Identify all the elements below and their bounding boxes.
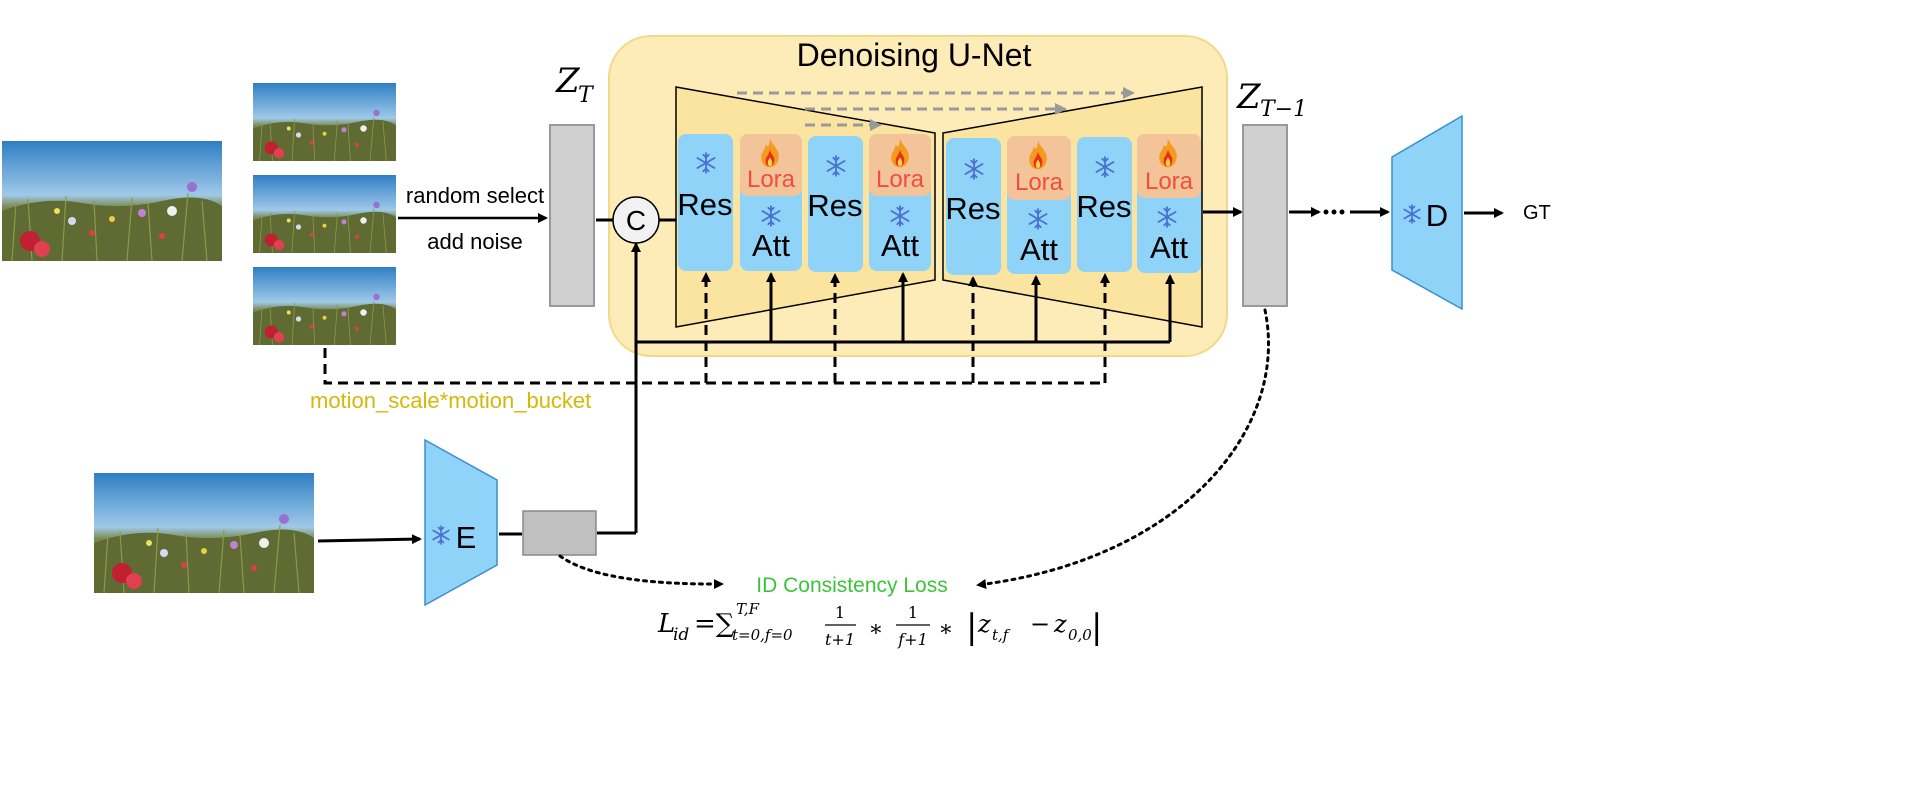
lora-label-2: Lora bbox=[876, 166, 925, 193]
frac2-num: 1 bbox=[908, 603, 918, 622]
unet-title: Denoising U-Net bbox=[797, 37, 1032, 73]
lora-label-4: Lora bbox=[1145, 168, 1194, 195]
loss-formula: L id =∑ T,F t=0,f=0 1 t+1 ∗ 1 f+1 ∗ | z … bbox=[657, 600, 1102, 649]
loss-arrow-left bbox=[558, 554, 724, 590]
times-2: ∗ bbox=[939, 617, 954, 642]
frac2-den: f+1 bbox=[897, 630, 928, 649]
res-label-1: Res bbox=[677, 187, 732, 222]
res-block-4 bbox=[1077, 137, 1132, 272]
formula-l: L bbox=[657, 609, 675, 639]
formula-z2: z bbox=[1053, 610, 1067, 638]
formula-l-sub: id bbox=[673, 625, 689, 645]
res-label-4: Res bbox=[1076, 189, 1131, 224]
formula-sum-sub: t=0,f=0 bbox=[732, 626, 793, 644]
latent-zt-minus-1 bbox=[1242, 124, 1288, 307]
res-block-2 bbox=[808, 136, 863, 272]
zt-sub: T bbox=[578, 83, 595, 108]
encoder-block bbox=[424, 438, 498, 607]
ztm1-label: Z bbox=[1236, 77, 1262, 117]
ellipsis-dot bbox=[1323, 209, 1329, 215]
formula-sum-sup: T,F bbox=[736, 600, 760, 618]
add-noise-label: add noise bbox=[427, 229, 522, 254]
random-select-label: random select bbox=[406, 183, 544, 208]
formula-z2-sub: 0,0 bbox=[1068, 626, 1092, 644]
att-label-1: Att bbox=[752, 228, 790, 263]
to-encoder-arrow bbox=[317, 534, 422, 545]
res-label-2: Res bbox=[807, 188, 862, 223]
frac1-den: t+1 bbox=[825, 630, 855, 649]
formula-sum: =∑ bbox=[694, 609, 735, 639]
loss-arrow-right bbox=[976, 308, 1270, 589]
frame-image-2 bbox=[253, 174, 396, 254]
zt-label: Z bbox=[555, 61, 581, 101]
concat-label: C bbox=[626, 205, 646, 236]
input-image-large bbox=[2, 140, 222, 262]
loss-title: ID Consistency Loss bbox=[756, 574, 947, 597]
reference-image bbox=[94, 472, 314, 594]
frame-image-3 bbox=[253, 266, 396, 346]
res-block-1 bbox=[678, 134, 733, 271]
lora-label-3: Lora bbox=[1015, 169, 1064, 196]
motion-label: motion_scale*motion_bucket bbox=[310, 388, 591, 413]
formula-z1: z bbox=[977, 610, 991, 638]
latent-zt bbox=[549, 124, 595, 307]
frac1-num: 1 bbox=[835, 603, 845, 622]
decoder-block bbox=[1391, 114, 1463, 311]
res-block-3 bbox=[946, 138, 1001, 275]
encoder-label: E bbox=[456, 520, 477, 555]
formula-z1-sub: t,f bbox=[992, 626, 1011, 644]
lora-label-1: Lora bbox=[747, 166, 796, 193]
ellipsis-dot bbox=[1339, 209, 1345, 215]
formula-minus: − bbox=[1030, 610, 1050, 638]
att-label-2: Att bbox=[881, 228, 919, 263]
times-1: ∗ bbox=[869, 617, 884, 642]
abs-left: | bbox=[966, 607, 977, 647]
ellipsis-dot bbox=[1331, 209, 1337, 215]
ztm1-sub: T−1 bbox=[1260, 97, 1307, 122]
frame-image-1 bbox=[253, 82, 396, 162]
gt-label: GT bbox=[1523, 202, 1551, 224]
res-label-3: Res bbox=[945, 191, 1000, 226]
abs-right: | bbox=[1091, 607, 1102, 647]
motion-bus bbox=[323, 348, 1105, 385]
decoder-label: D bbox=[1426, 198, 1448, 233]
att-label-4: Att bbox=[1150, 230, 1188, 265]
att-label-3: Att bbox=[1020, 232, 1058, 267]
encoded-latent bbox=[522, 510, 597, 556]
